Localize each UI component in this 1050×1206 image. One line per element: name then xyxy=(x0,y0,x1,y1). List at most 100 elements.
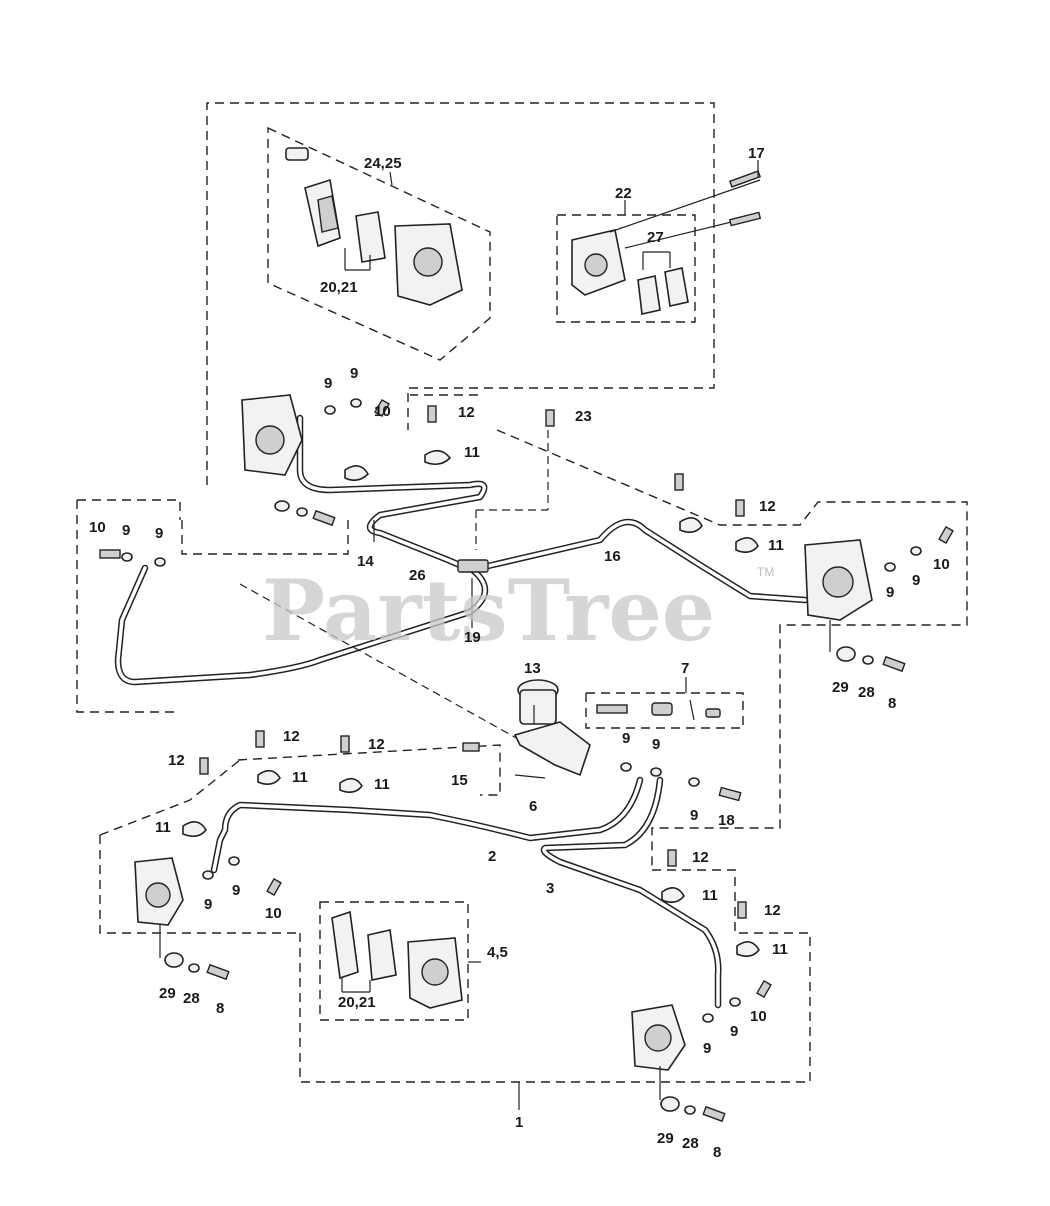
callout-10: 10 xyxy=(933,556,950,573)
callout-29: 29 xyxy=(832,679,849,696)
callout-9: 9 xyxy=(703,1040,711,1057)
brake-pad-icon xyxy=(317,195,339,233)
callout-8: 8 xyxy=(216,1000,224,1017)
callout-12: 12 xyxy=(458,404,475,421)
callout-8: 8 xyxy=(713,1144,721,1161)
rear-caliper-kit-box xyxy=(556,214,696,323)
callout-13: 13 xyxy=(524,660,541,677)
callout-9: 9 xyxy=(122,522,130,539)
clip-icon xyxy=(424,449,452,466)
callout-24-25: 24,25 xyxy=(364,155,402,172)
washer-icon xyxy=(660,1096,680,1112)
callout-15: 15 xyxy=(451,772,468,789)
washer-icon xyxy=(688,777,700,787)
callout-29: 29 xyxy=(657,1130,674,1147)
callout-9: 9 xyxy=(232,882,240,899)
washer-icon xyxy=(296,507,308,517)
callout-11: 11 xyxy=(374,776,390,793)
clip-icon xyxy=(661,887,685,904)
bolt-icon xyxy=(255,730,265,748)
callout-20-21: 20,21 xyxy=(320,279,358,296)
callout-12: 12 xyxy=(692,849,709,866)
callout-labels: 24,25 20,21 22 17 27 9 9 10 12 23 11 10 … xyxy=(89,145,950,1161)
callout-2: 2 xyxy=(488,848,496,865)
callout-10: 10 xyxy=(750,1008,767,1025)
washer-icon xyxy=(324,405,336,415)
callout-9: 9 xyxy=(652,736,660,753)
left-rear-box-top xyxy=(77,499,181,520)
caliper-kit-box-bottom xyxy=(319,901,469,1021)
caliper-top-kit xyxy=(285,147,463,306)
rear-pad-icon xyxy=(637,275,661,315)
master-cylinder xyxy=(513,679,721,777)
pipe-14-box xyxy=(181,520,349,555)
callout-8: 8 xyxy=(888,695,896,712)
bolt-icon xyxy=(674,473,684,491)
bleeder-screw-icon xyxy=(285,147,309,161)
sensor-6-icon xyxy=(514,774,546,779)
bolt-icon xyxy=(199,757,209,775)
bolt-icon xyxy=(882,655,906,673)
bolt-icon xyxy=(99,549,121,559)
callout-23: 23 xyxy=(575,408,592,425)
callout-11: 11 xyxy=(292,769,308,786)
bolt-icon xyxy=(545,409,555,427)
clip-icon xyxy=(736,941,760,958)
bolt-icon xyxy=(667,849,677,867)
callout-22: 22 xyxy=(615,185,632,202)
pipe-14 xyxy=(296,414,488,570)
watermark-trademark: TM xyxy=(757,565,774,579)
callout-9: 9 xyxy=(730,1023,738,1040)
bolt-icon xyxy=(702,1105,726,1123)
bolt-icon xyxy=(718,786,742,802)
caliper-rear-kit xyxy=(571,170,762,315)
clip-icon xyxy=(735,537,759,554)
callout-12: 12 xyxy=(759,498,776,515)
bolt-icon xyxy=(427,405,437,423)
callout-11: 11 xyxy=(702,887,718,904)
callout-17: 17 xyxy=(748,145,765,162)
clip-icon xyxy=(182,821,207,838)
callout-20-21: 20,21 xyxy=(338,994,376,1011)
brake-pad-icon xyxy=(355,211,386,263)
callout-11: 11 xyxy=(768,537,784,554)
washer-icon xyxy=(702,1013,714,1023)
callout-9: 9 xyxy=(155,525,163,542)
washer-icon xyxy=(228,856,240,866)
washer-icon xyxy=(274,500,290,512)
bolt-icon xyxy=(938,525,954,545)
callout-6: 6 xyxy=(529,798,537,815)
callout-9: 9 xyxy=(324,375,332,392)
reservoir-icon xyxy=(519,689,557,725)
callout-16: 16 xyxy=(604,548,621,565)
brake-pipes xyxy=(114,414,809,1009)
bolt-17-icon xyxy=(609,179,761,233)
bolt-icon xyxy=(206,963,230,981)
washer-icon xyxy=(620,762,632,772)
bolt-icon xyxy=(735,499,745,517)
right-front-box xyxy=(496,429,968,870)
clip-icon xyxy=(344,465,369,482)
caliper-pad-kit-box-top xyxy=(267,126,491,361)
caliper-rear-left xyxy=(134,857,230,981)
front-left-caliper-kit-box xyxy=(206,102,715,485)
callout-9: 9 xyxy=(350,365,358,382)
washer-icon xyxy=(202,870,214,880)
callout-12: 12 xyxy=(368,736,385,753)
kit-part-icon xyxy=(596,704,628,714)
bolt-icon xyxy=(312,509,336,527)
master-cylinder-icon xyxy=(513,721,591,777)
bolt-icon xyxy=(737,901,747,919)
callout-29: 29 xyxy=(159,985,176,1002)
clip-icon xyxy=(339,777,363,794)
callout-9: 9 xyxy=(690,807,698,824)
caliper-rear-right xyxy=(631,1004,726,1123)
washer-icon xyxy=(164,952,184,968)
bolt-icon xyxy=(756,979,772,999)
washer-icon xyxy=(729,997,741,1007)
callout-12: 12 xyxy=(764,902,781,919)
caliper-bottom-kit xyxy=(331,910,463,1009)
left-rear-box-side xyxy=(76,500,178,713)
washer-icon xyxy=(154,557,166,567)
bolt-icon xyxy=(266,877,282,897)
